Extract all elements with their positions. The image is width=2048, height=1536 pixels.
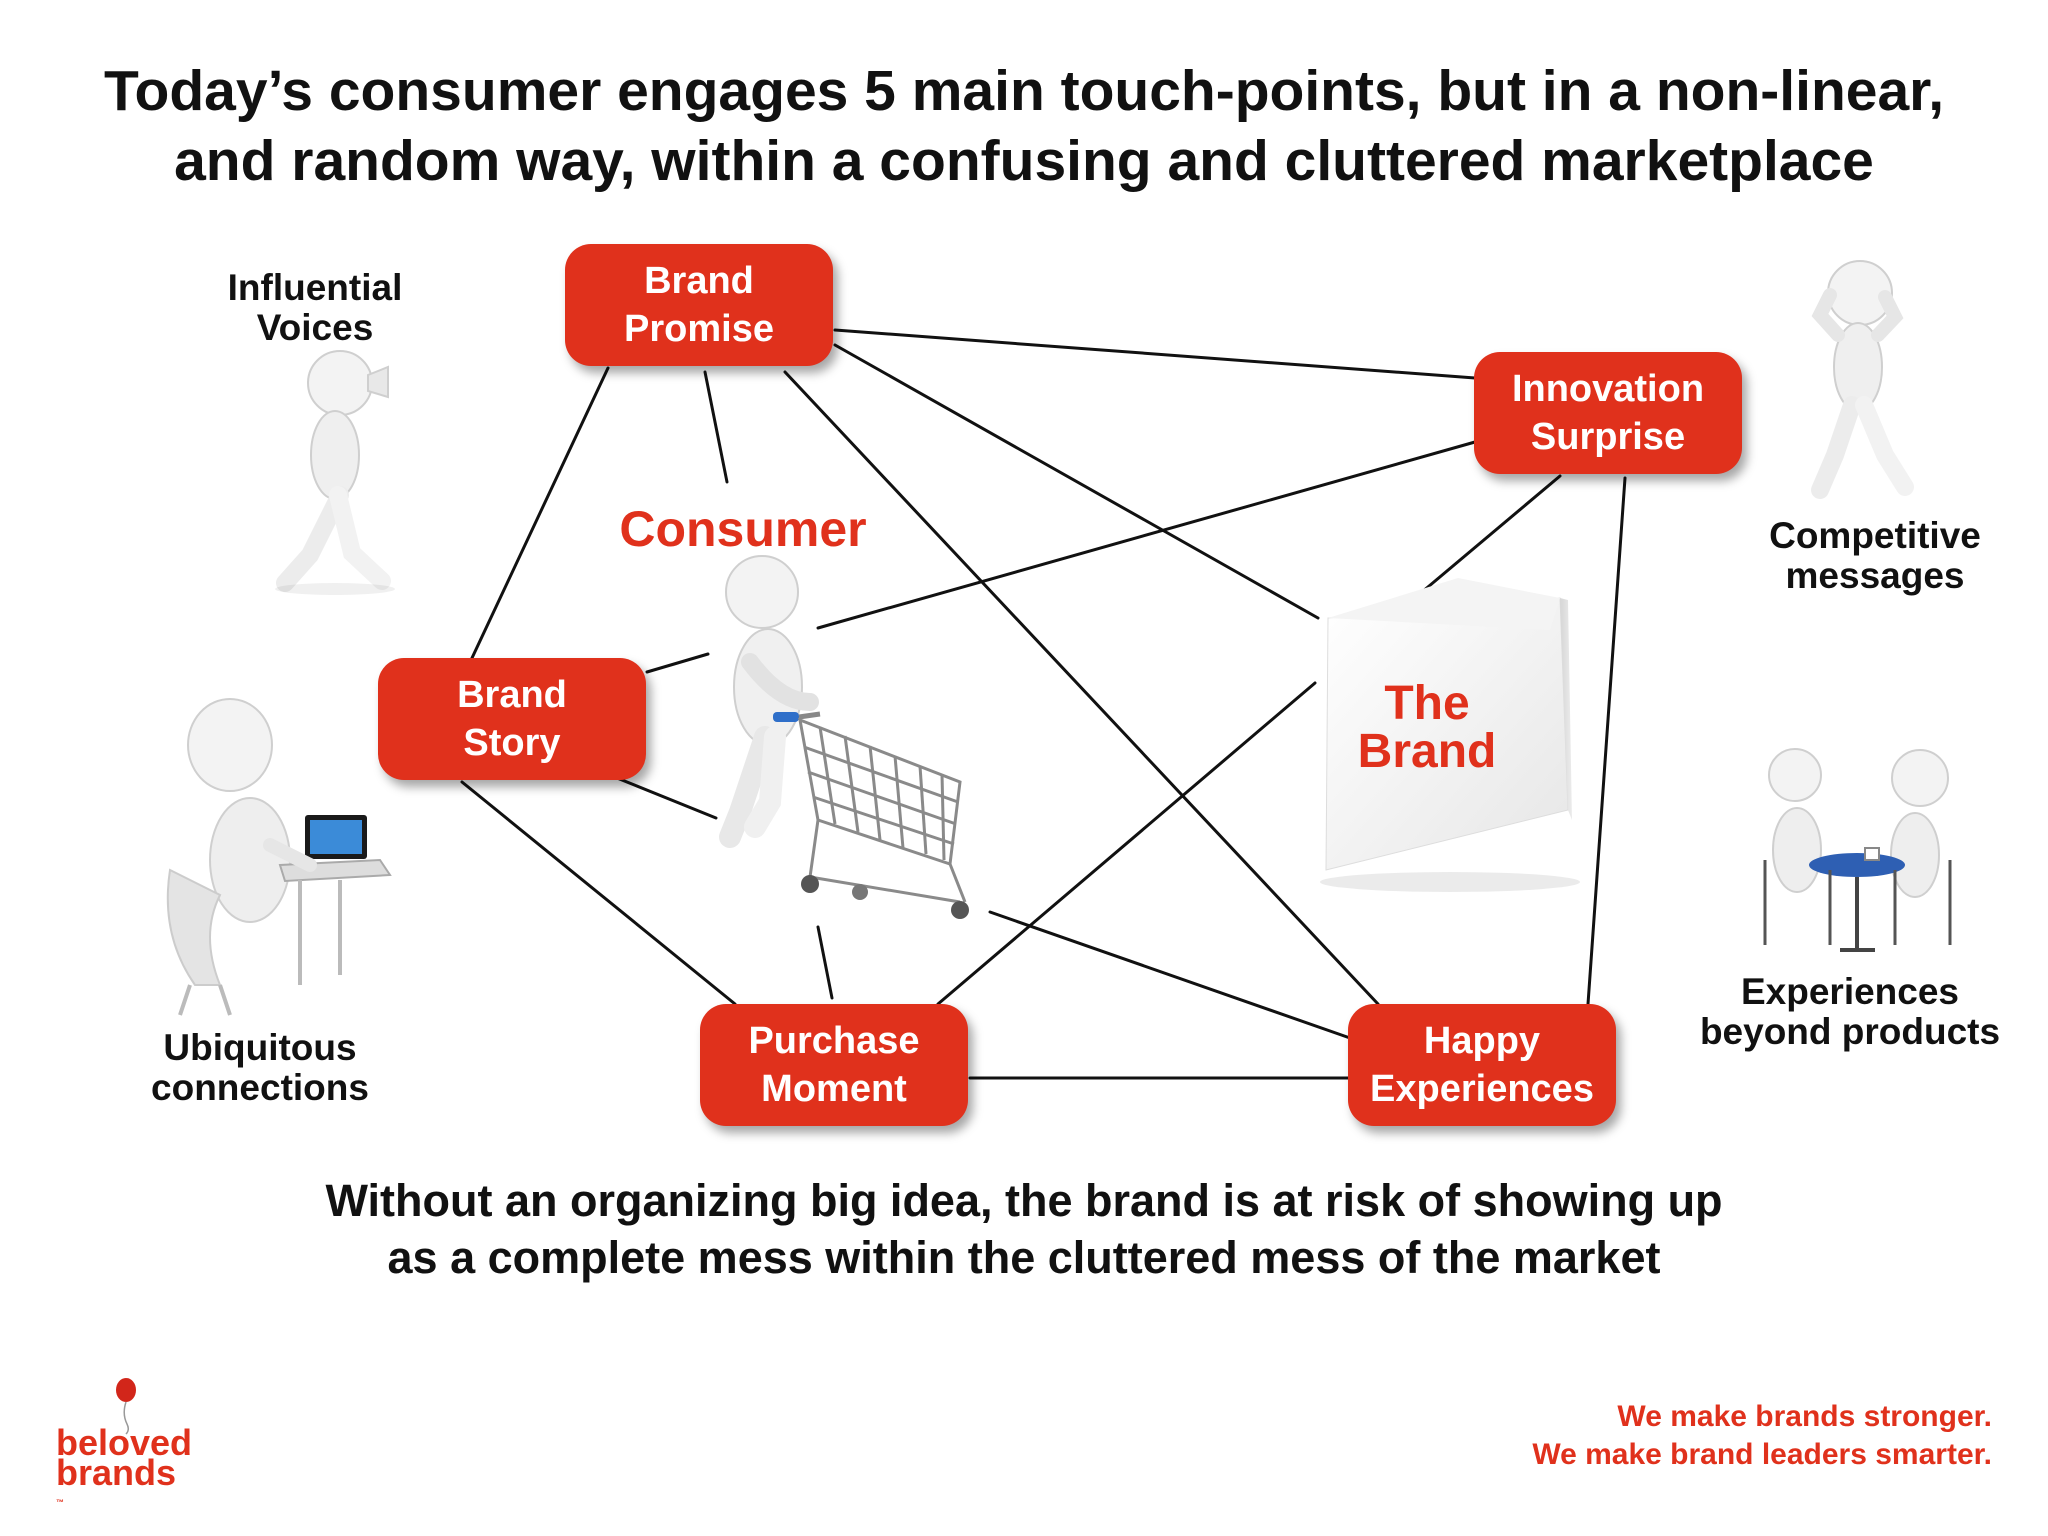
influential-voices-label: Influential Voices	[195, 268, 435, 348]
logo-line-2: brands ™	[56, 1452, 192, 1518]
the-brand-line-1: The	[1384, 677, 1470, 730]
trademark-mark: ™	[56, 1498, 64, 1507]
brand-story-line-1: Brand	[457, 674, 567, 716]
competitor-figure-illustration	[1811, 260, 1914, 499]
connector-line	[470, 366, 610, 660]
conclusion-text: Without an organizing big idea, the bran…	[0, 1172, 2048, 1286]
connector-line	[645, 652, 710, 674]
title-line-1: Today’s consumer engages 5 main touch-po…	[103, 59, 1945, 123]
connector-line	[703, 370, 729, 484]
tagline-line-2: We make brand leaders smarter.	[1532, 1438, 1992, 1471]
connector-line	[1420, 474, 1562, 594]
laptop-user-illustration	[166, 698, 392, 1016]
brand-story-line-2: Story	[463, 722, 561, 764]
touchpoint-happy-experiences: Happy Experiences	[1348, 1004, 1616, 1126]
competitive-messages-label: Competitive messages	[1740, 516, 2010, 596]
balloon-logo-icon	[116, 1378, 136, 1435]
connector-line	[1586, 476, 1627, 1006]
touchpoint-brand-promise: Brand Promise	[565, 244, 833, 366]
conclusion-line-1: Without an organizing big idea, the bran…	[325, 1175, 1723, 1226]
competitive-messages-line-2: messages	[1785, 555, 1965, 596]
the-brand-line-2: Brand	[1357, 725, 1497, 778]
influential-voices-line-2: Voices	[256, 307, 374, 348]
conclusion-line-2: as a complete mess within the cluttered …	[387, 1232, 1661, 1283]
megaphone-figure-illustration	[275, 350, 395, 595]
connector-line	[460, 780, 737, 1006]
connector-line	[833, 328, 1477, 380]
brand-box-illustration	[1320, 578, 1580, 892]
ubiquitous-connections-line-2: connections	[151, 1067, 369, 1108]
the-brand-label: The Brand	[1322, 680, 1532, 776]
connector-line	[615, 776, 718, 820]
tagline: We make brands stronger. We make brand l…	[1532, 1398, 1992, 1474]
title-line-2: and random way, within a confusing and c…	[174, 129, 1874, 193]
influential-voices-line-1: Influential	[227, 267, 403, 308]
logo-line-1: beloved	[56, 1422, 193, 1463]
ubiquitous-connections-line-1: Ubiquitous	[163, 1027, 357, 1068]
touchpoint-innovation-surprise: Innovation Surprise	[1474, 352, 1742, 474]
experiences-beyond-line-1: Experiences	[1740, 971, 1960, 1012]
purchase-moment-line-1: Purchase	[748, 1020, 920, 1062]
ubiquitous-connections-label: Ubiquitous connections	[130, 1028, 390, 1108]
connector-line	[816, 925, 834, 1000]
brand-promise-line-1: Brand	[644, 260, 754, 302]
purchase-moment-line-2: Moment	[761, 1068, 907, 1110]
happy-experiences-line-2: Experiences	[1370, 1068, 1594, 1110]
connector-line	[783, 370, 1380, 1006]
happy-experiences-line-1: Happy	[1423, 1020, 1541, 1062]
experiences-beyond-products-label: Experiences beyond products	[1680, 972, 2020, 1052]
touchpoint-purchase-moment: Purchase Moment	[700, 1004, 968, 1126]
competitive-messages-line-1: Competitive	[1769, 515, 1981, 556]
consumer-with-cart-illustration	[719, 555, 969, 919]
slide-title: Today’s consumer engages 5 main touch-po…	[0, 56, 2048, 196]
connector-line	[988, 910, 1352, 1040]
beloved-brands-logo: beloved brands ™	[56, 1422, 193, 1518]
brand-promise-line-2: Promise	[624, 308, 774, 350]
tagline-line-1: We make brands stronger.	[1617, 1400, 1992, 1433]
innovation-surprise-line-1: Innovation	[1511, 368, 1705, 410]
logo-word-brands: brands	[56, 1452, 177, 1493]
touchpoint-brand-story: Brand Story	[378, 658, 646, 780]
innovation-surprise-line-2: Surprise	[1530, 416, 1686, 458]
cafe-figures-illustration	[1763, 748, 1952, 952]
connector-line	[936, 681, 1317, 1006]
connector-line	[816, 440, 1477, 630]
consumer-label: Consumer	[619, 501, 867, 557]
experiences-beyond-line-2: beyond products	[1699, 1011, 2001, 1052]
connector-line	[833, 343, 1320, 620]
